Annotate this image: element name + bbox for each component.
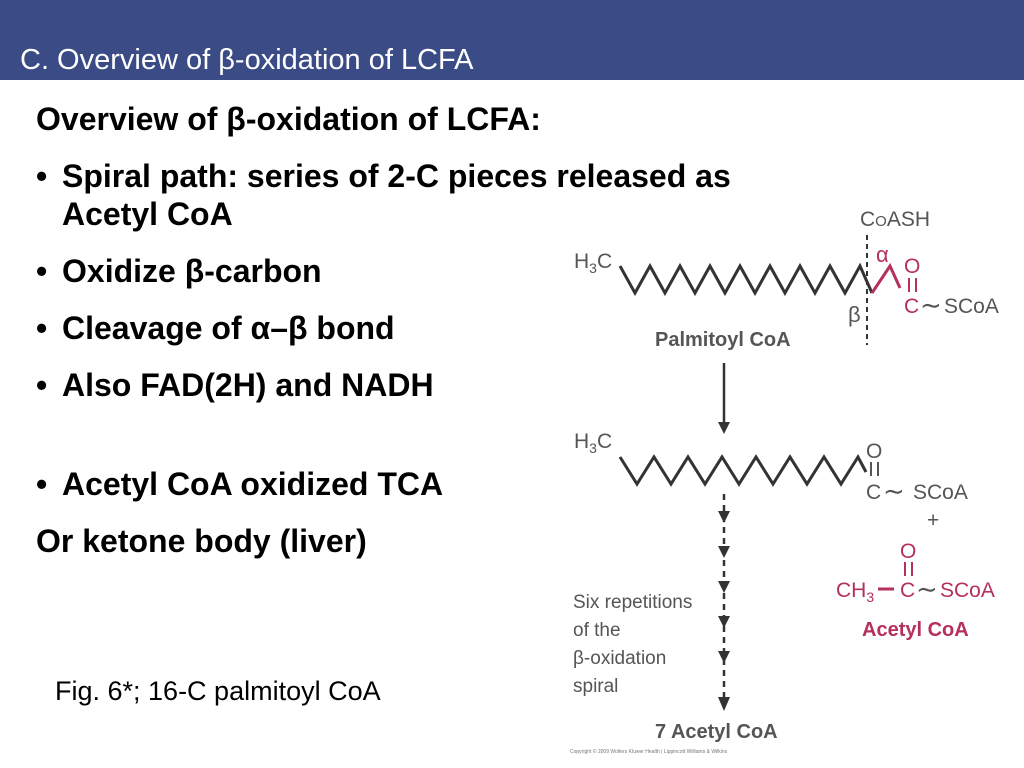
beta-label: β (848, 302, 861, 327)
acetyl-ch3-label: CH3 (836, 579, 874, 605)
palmitoyl-carbon-chain (618, 262, 874, 297)
six-repetitions-line-2: of the (573, 620, 621, 641)
bullet-cleavage: • Cleavage of α–β bond (36, 309, 731, 347)
plus-sign: + (927, 509, 939, 532)
bullet-oxidize-beta-symbol: β (184, 253, 205, 289)
bullet-marker: • (36, 310, 48, 346)
bullet-oxidize: • Oxidize β-carbon (36, 252, 731, 290)
acyl-carbon-chain (618, 454, 868, 487)
alpha-carbon-bond (870, 262, 902, 294)
body-heading: Overview of β-oxidation of LCFA: (36, 100, 731, 138)
slide-title: C. Overview of β-oxidation of LCFA (20, 44, 473, 77)
bullet-tca: • Acetyl CoA oxidized TCA (36, 465, 731, 503)
repetition-arrowhead-4 (718, 616, 730, 628)
scoa-label-top: SCoA (944, 295, 999, 318)
bullet-cleavage-prefix: Cleavage of (62, 310, 251, 346)
acetyl-scoa-label: SCoA (940, 579, 995, 602)
acyl-h3c-label: H3C (574, 430, 612, 456)
bullet-oxidize-text: Oxidize β-carbon (62, 252, 322, 290)
bullet-spiral-path-text: Spiral path: series of 2-C pieces releas… (62, 158, 731, 194)
alpha-label: α (876, 242, 889, 267)
thioester-tilde-top: ∼ (920, 290, 942, 320)
bullet-marker: • (36, 367, 48, 403)
bullet-marker: • (36, 158, 48, 194)
slide-title-beta-symbol: β (218, 44, 235, 76)
palmitoyl-h3c-label: H3C (574, 250, 612, 276)
repetition-arrowhead-5 (718, 651, 730, 663)
repetition-arrowhead-3 (718, 581, 730, 593)
thioester-carbon-mid: C (866, 481, 881, 504)
title-bar: C. Overview of β-oxidation of LCFA (0, 0, 1024, 80)
six-repetitions-line-4: spiral (573, 676, 618, 697)
carbonyl-oxygen-mid: O (866, 440, 882, 463)
acetyl-carbonyl-oxygen: O (900, 540, 916, 563)
slide-title-prefix: C. Overview of (20, 44, 219, 76)
acetyl-tilde: ∼ (916, 574, 938, 604)
thioester-tilde-mid: ∼ (883, 476, 905, 506)
body-heading-suffix: -oxidation of LCFA: (245, 101, 541, 137)
coash-label: COASH (860, 208, 930, 231)
bullet-cleavage-suffix: bond (307, 310, 395, 346)
seven-acetyl-coa-label: 7 Acetyl CoA (655, 721, 778, 743)
bullet-spiral-path: • Spiral path: series of 2-C pieces relea… (36, 157, 731, 195)
repetition-arrowhead-2 (718, 546, 730, 558)
bullet-marker: • (36, 253, 48, 289)
palmitoyl-coa-label: Palmitoyl CoA (655, 329, 791, 351)
body-heading-prefix: Overview of (36, 101, 227, 137)
slide-title-suffix: -oxidation of LCFA (234, 44, 474, 76)
acetyl-coa-label: Acetyl CoA (862, 619, 969, 641)
bullet-tca-text: Acetyl CoA oxidized TCA (62, 466, 444, 502)
slide-body: Overview of β-oxidation of LCFA: •Spiral… (36, 100, 731, 560)
bullet-fad-nadh: • Also FAD(2H) and NADH (36, 366, 731, 404)
bullet-cleavage-text: Cleavage of α–β bond (62, 309, 395, 347)
ketone-body-line: Or ketone body (liver) (36, 523, 367, 559)
bullet-oxidize-prefix: Oxidize (62, 253, 185, 289)
repetition-arrowhead-1 (718, 511, 730, 523)
thioester-carbon-top: C (904, 295, 919, 318)
acetyl-carbon: C (900, 579, 915, 602)
carbonyl-oxygen-top: O (904, 255, 920, 278)
six-repetitions-line-1: Six repetitions (573, 592, 692, 613)
bullet-spiral-path-continuation: Acetyl CoA (62, 196, 233, 232)
repetition-arrowhead-6 (718, 697, 730, 711)
bullet-marker: • (36, 466, 48, 502)
bullet-fad-nadh-text: Also FAD(2H) and NADH (62, 367, 434, 403)
six-repetitions-line-3: β-oxidation (573, 648, 666, 669)
scoa-label-mid: SCoA (913, 481, 968, 504)
bullet-cleavage-symbol: α–β (250, 310, 308, 346)
bullet-oxidize-suffix: -carbon (204, 253, 322, 289)
copyright-notice: Copyright © 2009 Wolters Kluwer Health |… (570, 748, 728, 755)
figure-caption: Fig. 6*; 16-C palmitoyl CoA (55, 676, 381, 706)
body-heading-beta-symbol: β (226, 101, 246, 137)
